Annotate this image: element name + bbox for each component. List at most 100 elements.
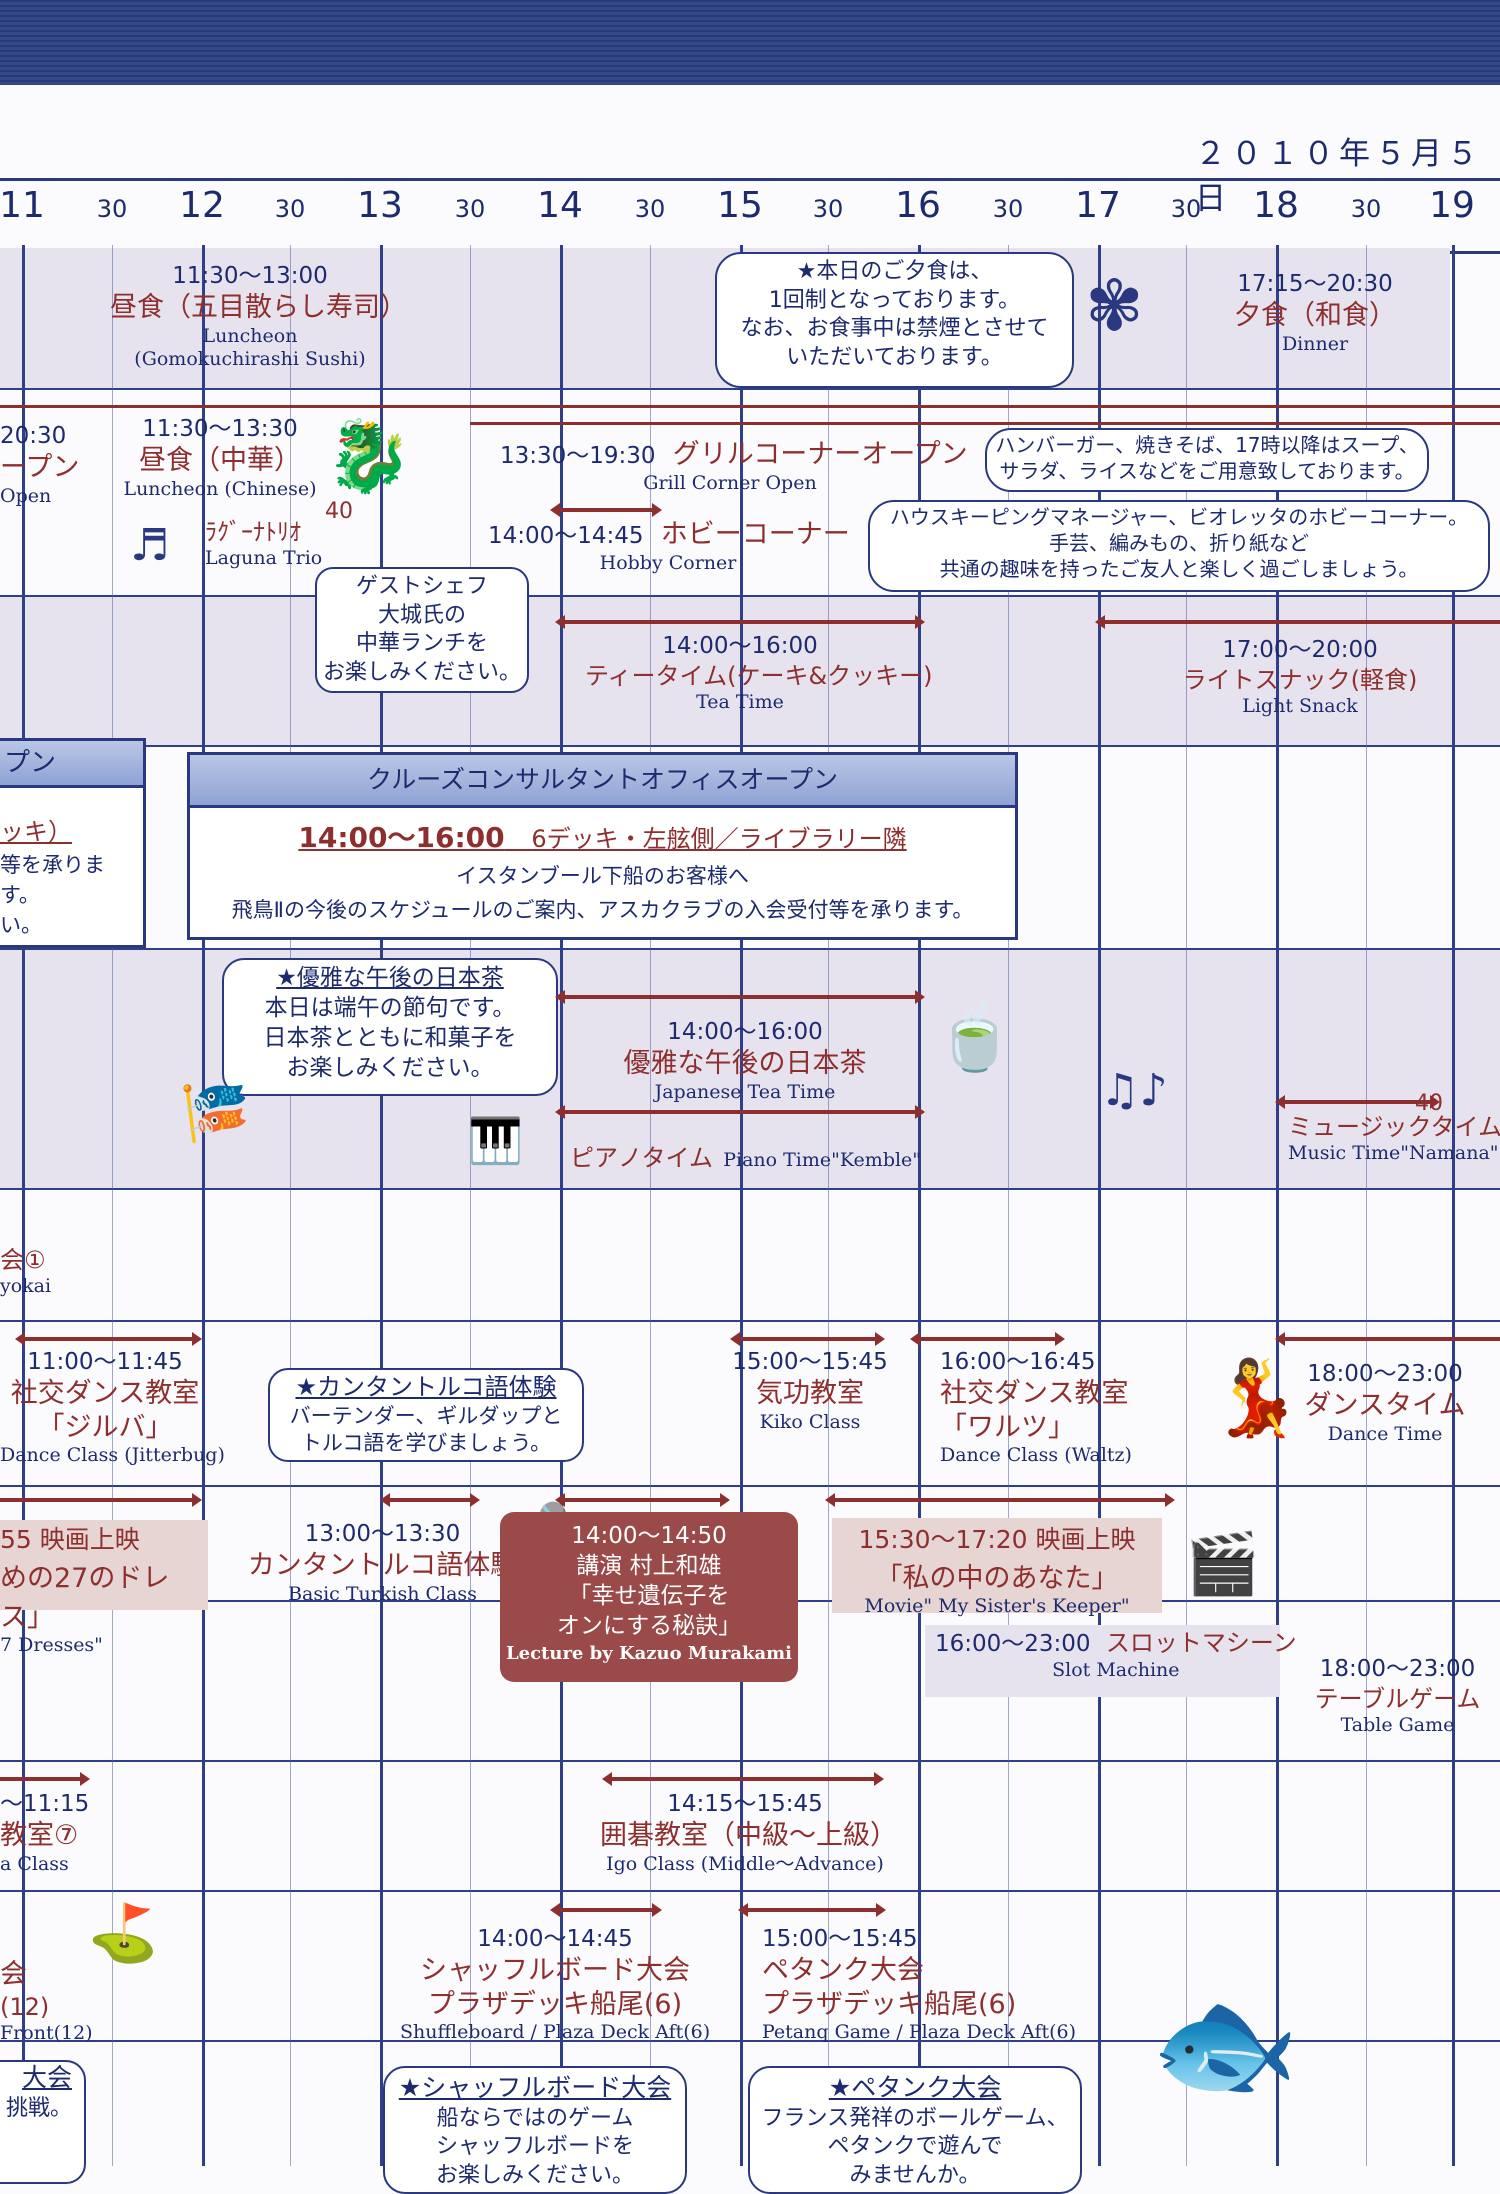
fan-icon: ✾ <box>1085 265 1144 347</box>
slot-band <box>925 1625 1280 1697</box>
hour-label: 11 <box>0 185 45 226</box>
row-divider <box>0 388 1500 390</box>
row-divider <box>0 1890 1500 1892</box>
half-hour-label: 30 <box>634 195 666 223</box>
grill-corner: 13:30〜19:30 グリルコーナーオープン Grill Corner Ope… <box>500 439 968 494</box>
dance-time-arrow <box>1275 1332 1500 1346</box>
half-gridline <box>828 245 829 2166</box>
laguna-trio: ﾗｸﾞｰﾅﾄﾘｵ Laguna Trio <box>205 518 323 569</box>
left-office-box: プン ッキ） 等を承ります。 い。 <box>0 738 146 948</box>
dragon-icon: 🐉 <box>325 415 413 497</box>
dance-time: 18:00〜23:00 ダンスタイム Dance Time <box>1304 1361 1466 1445</box>
hour-gridline <box>1098 245 1101 2166</box>
office-box: クルーズコンサルタントオフィスオープン 14:00〜16:00 6デッキ・左舷側… <box>187 752 1018 940</box>
timeline-bar <box>470 422 1500 425</box>
hour-gridline <box>1276 245 1279 2166</box>
table-game: 18:00〜23:00 テーブルゲーム Table Game <box>1314 1656 1481 1736</box>
lecture-arrow <box>555 1493 730 1507</box>
half-gridline <box>112 245 113 2166</box>
golf-icon: ⛳ <box>88 1901 158 1966</box>
half-gridline <box>470 245 471 2166</box>
dancers-icon: 💃 <box>1210 1355 1303 1441</box>
piano-icon: 🎹 <box>468 1116 523 1167</box>
hour-gridline <box>380 245 383 2166</box>
hour-label: 17 <box>1075 185 1121 226</box>
music-arrow <box>1275 1095 1440 1109</box>
kiko-arrow <box>730 1332 885 1346</box>
row-divider <box>0 1485 1500 1487</box>
music-notes-icon: ♫♪ <box>1100 1065 1168 1116</box>
koinobori-icon: 🎏 <box>180 1081 250 1146</box>
slot-machine: 16:00〜23:00 スロットマシーン Slot Machine <box>935 1629 1297 1681</box>
row-divider <box>0 1320 1500 1322</box>
shuffle-arrow <box>550 1903 662 1917</box>
turkish-class: 13:00〜13:30 カンタントルコ語体験 Basic Turkish Cla… <box>247 1521 518 1605</box>
hour-label: 14 <box>537 185 583 226</box>
petanque-arrow <box>738 1903 886 1917</box>
piano-arrow <box>555 1105 925 1119</box>
half-hour-label: 30 <box>1170 195 1202 223</box>
half-gridline <box>1008 245 1009 2166</box>
movie1-arrow <box>0 1493 202 1507</box>
hour-ruler: 11 30 12 30 13 30 14 30 15 30 16 30 17 3… <box>0 178 1500 254</box>
half-hour-label: 30 <box>274 195 306 223</box>
petanque: 15:00〜15:45 ペタンク大会 プラザデッキ船尾(6) Petanq Ga… <box>762 1926 1077 2044</box>
hour-gridline <box>1452 245 1455 2166</box>
music-minute: 40 <box>1415 1091 1443 1116</box>
left-taikai-bubble: 大会 挑戦。 <box>0 2060 86 2184</box>
schedule-date: ２０１０年５月５日 <box>1195 136 1483 217</box>
shuffle-note-bubble: ★シャッフルボード大会 船ならではのゲーム シャッフルボードを お楽しみください… <box>383 2066 687 2194</box>
grill-note-bubble: ハンバーガー、焼きそば、17時以降はスープ、サラダ、ライスなどをご用意致しており… <box>985 428 1429 492</box>
carp-streamer-icon: 🐟 <box>1150 1975 1300 2114</box>
half-hour-label: 30 <box>454 195 486 223</box>
half-hour-label: 30 <box>1350 195 1382 223</box>
shuffleboard: 14:00〜14:45 シャッフルボード大会 プラザデッキ船尾(6) Shuff… <box>400 1926 711 2044</box>
turkish-note-bubble: ★カンタントルコ語体験 バーテンダー、ギルダップと トルコ語を学びましょう。 <box>268 1368 584 1462</box>
hour-label: 15 <box>717 185 763 226</box>
movie1-box: 55 映画上映 めの27のドレス」 7 Dresses" <box>0 1520 208 1656</box>
hobby-arrow <box>550 503 662 517</box>
music-score-icon: ♬ <box>130 520 170 571</box>
row-divider <box>0 1760 1500 1762</box>
half-hour-label: 30 <box>96 195 128 223</box>
igo-arrow <box>602 1772 884 1786</box>
left-class-arrow <box>0 1772 90 1786</box>
hour-label: 19 <box>1429 185 1475 226</box>
jtea-arrow <box>555 990 925 1004</box>
hour-label: 13 <box>357 185 403 226</box>
hour-gridline <box>202 245 205 2166</box>
chef-note-bubble: ゲストシェフ大城氏の 中華ランチをお楽しみください。 <box>315 567 529 693</box>
row-divider <box>0 948 1500 950</box>
left-kai: 会① yokai <box>0 1246 52 1297</box>
row-divider <box>0 1188 1500 1190</box>
tea-time: 14:00〜16:00 ティータイム(ケーキ&クッキー) Tea Time <box>585 633 933 713</box>
lunch-chinese: 11:30〜13:30 昼食（中華） Luncheon (Chinese) <box>123 416 317 500</box>
clapperboard-icon: 🎬 <box>1185 1529 1260 1599</box>
jtea-note-bubble: ★優雅な午後の日本茶 本日は端午の節句です。 日本茶とともに和菓子を お楽しみく… <box>222 958 558 1096</box>
igo-class: 14:15〜15:45 囲碁教室（中級〜上級） Igo Class (Middl… <box>600 1791 897 1875</box>
dinner: 17:15〜20:30 夕食（和食） Dinner <box>1234 271 1396 355</box>
dinner-note-bubble: ★本日のご夕食は、1回制となっております。 なお、お食事中は禁煙とさせていただい… <box>715 252 1074 388</box>
kiko-class: 15:00〜15:45 気功教室 Kiko Class <box>732 1349 888 1433</box>
timeline-bar <box>0 405 1500 408</box>
jitter-arrow <box>15 1332 202 1346</box>
hour-label: 18 <box>1253 185 1299 226</box>
lecture-box: 14:00〜14:50 講演 村上和雄 「幸せ遺伝子を オンにする秘訣」 Lec… <box>500 1512 798 1682</box>
movie2-box: 15:30〜17:20 映画上映 「私の中のあなた」 Movie" My Sis… <box>832 1518 1162 1617</box>
piano-time: ピアノタイム Piano Time"Kemble" <box>570 1144 922 1172</box>
teapot-icon: 🍵 <box>935 1001 1015 1075</box>
dance-waltz: 16:00〜16:45 社交ダンス教室 「ワルツ」 Dance Class (W… <box>940 1349 1132 1467</box>
hour-gridline <box>740 245 743 2166</box>
movie2-arrow <box>825 1493 1175 1507</box>
japanese-tea: 14:00〜16:00 優雅な午後の日本茶 Japanese Tea Time <box>623 1019 867 1103</box>
half-gridline <box>1366 245 1367 2166</box>
hour-gridline <box>918 245 921 2166</box>
hour-label: 12 <box>179 185 225 226</box>
hobby-note-bubble: ハウスキーピングマネージャー、ビオレッタのホビーコーナー。手芸、編みもの、折り紙… <box>868 500 1490 592</box>
half-hour-label: 30 <box>812 195 844 223</box>
turkish-arrow <box>380 1493 480 1507</box>
left-class: 〜11:15 教室⑦ a Class <box>0 1791 90 1875</box>
half-gridline <box>290 245 291 2166</box>
hour-gridline <box>560 245 563 2166</box>
dance-jitterbug: 11:00〜11:45 社交ダンス教室 「ジルバ」 Dance Class (J… <box>0 1349 225 1467</box>
